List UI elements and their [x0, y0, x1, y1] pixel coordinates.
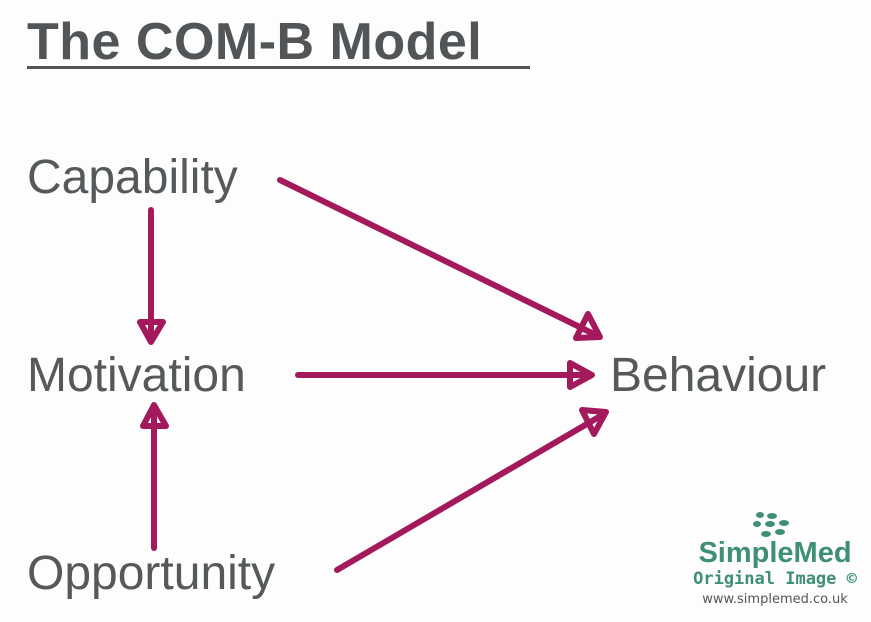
watermark-url: www.simplemed.co.uk: [702, 592, 848, 607]
diagram-title: The COM-B Model: [27, 13, 483, 71]
simplemed-logo-icon: [753, 512, 789, 537]
arrow-opportunity-motivation: [140, 402, 169, 551]
node-behaviour: Behaviour: [610, 349, 827, 402]
arrow-capability-motivation: [137, 207, 166, 345]
watermark-subtitle: Original Image ©: [693, 569, 857, 589]
watermark-brand: SimpleMed: [698, 537, 852, 569]
node-opportunity: Opportunity: [27, 547, 276, 600]
arrow-motivation-behaviour: [295, 360, 595, 390]
simplemed-watermark: SimpleMed Original Image © www.simplemed…: [680, 510, 870, 610]
node-motivation: Motivation: [27, 349, 246, 402]
title-underline: [27, 66, 530, 69]
arrow-opportunity-behaviour: [334, 407, 609, 573]
node-capability: Capability: [27, 151, 238, 204]
arrow-capability-behaviour: [277, 177, 603, 341]
